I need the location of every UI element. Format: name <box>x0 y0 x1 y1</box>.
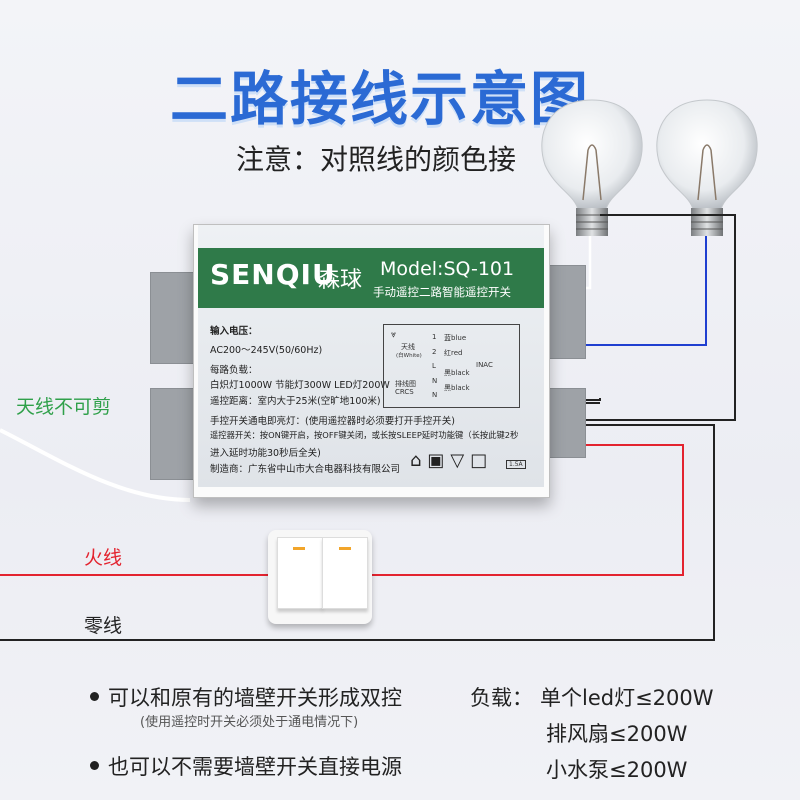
mounting-bracket <box>546 388 586 458</box>
load-label: 每路负载： <box>210 365 258 376</box>
load-led: 单个led灯≤200W <box>540 686 714 710</box>
inac-label: INAC <box>476 361 493 369</box>
antenna-cable <box>0 428 191 502</box>
output2-blue-wire <box>568 236 707 346</box>
load-fan: 排风扇≤200W <box>546 722 688 746</box>
notice-text: 注意：对照线的颜色接 <box>236 143 517 176</box>
feature-2: 也可以不需要墙壁开关直接电源 <box>108 755 402 779</box>
antenna-label: 天线 <box>401 343 415 351</box>
certification-icons: ⌂▣▽□ <box>410 450 494 471</box>
live-wire <box>370 444 684 576</box>
diagram-label: 排线图 <box>395 380 416 388</box>
antenna-arrow-icon: ⩔ <box>391 330 397 340</box>
mounting-bracket <box>150 272 198 364</box>
feature-1-note: (使用遥控时开关必须处于通电情况下) <box>140 715 359 730</box>
page-title: 二路接线示意图 <box>169 65 590 133</box>
input-value: AC200～245V(50/60Hz) <box>210 345 323 356</box>
note-text: 手控开关通电即亮灯：(使用遥控器时必须要打开手控开关) <box>210 416 455 427</box>
rating-badge: 1.5A <box>506 460 526 469</box>
terminal-n2: N <box>432 391 438 399</box>
range-text: 遥控距离：室内大于25米(空旷地100米) <box>210 396 381 407</box>
mounting-bracket <box>150 388 198 480</box>
wire-black: 黑black <box>444 369 470 377</box>
terminal-n1: N <box>432 377 438 385</box>
mounting-bracket <box>546 265 586 359</box>
indicator-led <box>293 547 305 550</box>
wire-blue: 蓝blue <box>444 334 467 342</box>
device-subtitle: 手动遥控二路智能遥控开关 <box>373 285 511 299</box>
pin-2: 2 <box>432 348 437 356</box>
model-number: Model:SQ-101 <box>380 258 515 280</box>
brand-bar <box>198 248 544 308</box>
bullet <box>90 692 99 701</box>
light-bulb-icon <box>656 99 758 236</box>
load-value: 白炽灯1000W 节能灯300W LED灯200W <box>210 380 390 391</box>
wiring-legend <box>383 324 520 408</box>
crcs-label: CRCS <box>395 388 414 396</box>
load-pump: 小水泵≤200W <box>546 758 688 782</box>
neutral-bus-wire <box>575 214 736 421</box>
light-bulb-icon <box>541 99 643 236</box>
input-label: 输入电压： <box>210 326 258 337</box>
antenna-note: 天线不可剪 <box>16 396 112 418</box>
maker-text: 制造商：广东省中山市大合电器科技有限公司 <box>210 464 401 475</box>
neutral-label: 零线 <box>84 615 123 637</box>
brand-name: SENQIU <box>210 258 336 291</box>
load-title: 负载： <box>470 686 533 710</box>
live-label: 火线 <box>84 547 123 569</box>
bullet <box>90 761 99 770</box>
terminal-l: L <box>432 362 436 370</box>
feature-1: 可以和原有的墙壁开关形成双控 <box>108 686 402 710</box>
brand-name-cn: 森球 <box>318 268 363 293</box>
note-text: 遥控器开关：按ON键开启，按OFF键关闭，或长按SLEEP延时功能键（长按此键2… <box>210 430 519 440</box>
indicator-led <box>339 547 351 550</box>
note-text: 进入延时功能30秒后全关) <box>210 448 321 459</box>
antenna-sub: (白White) <box>396 353 422 359</box>
wire-red: 红red <box>444 349 463 357</box>
pin-1: 1 <box>432 333 437 341</box>
wire-black: 黑black <box>444 384 470 392</box>
